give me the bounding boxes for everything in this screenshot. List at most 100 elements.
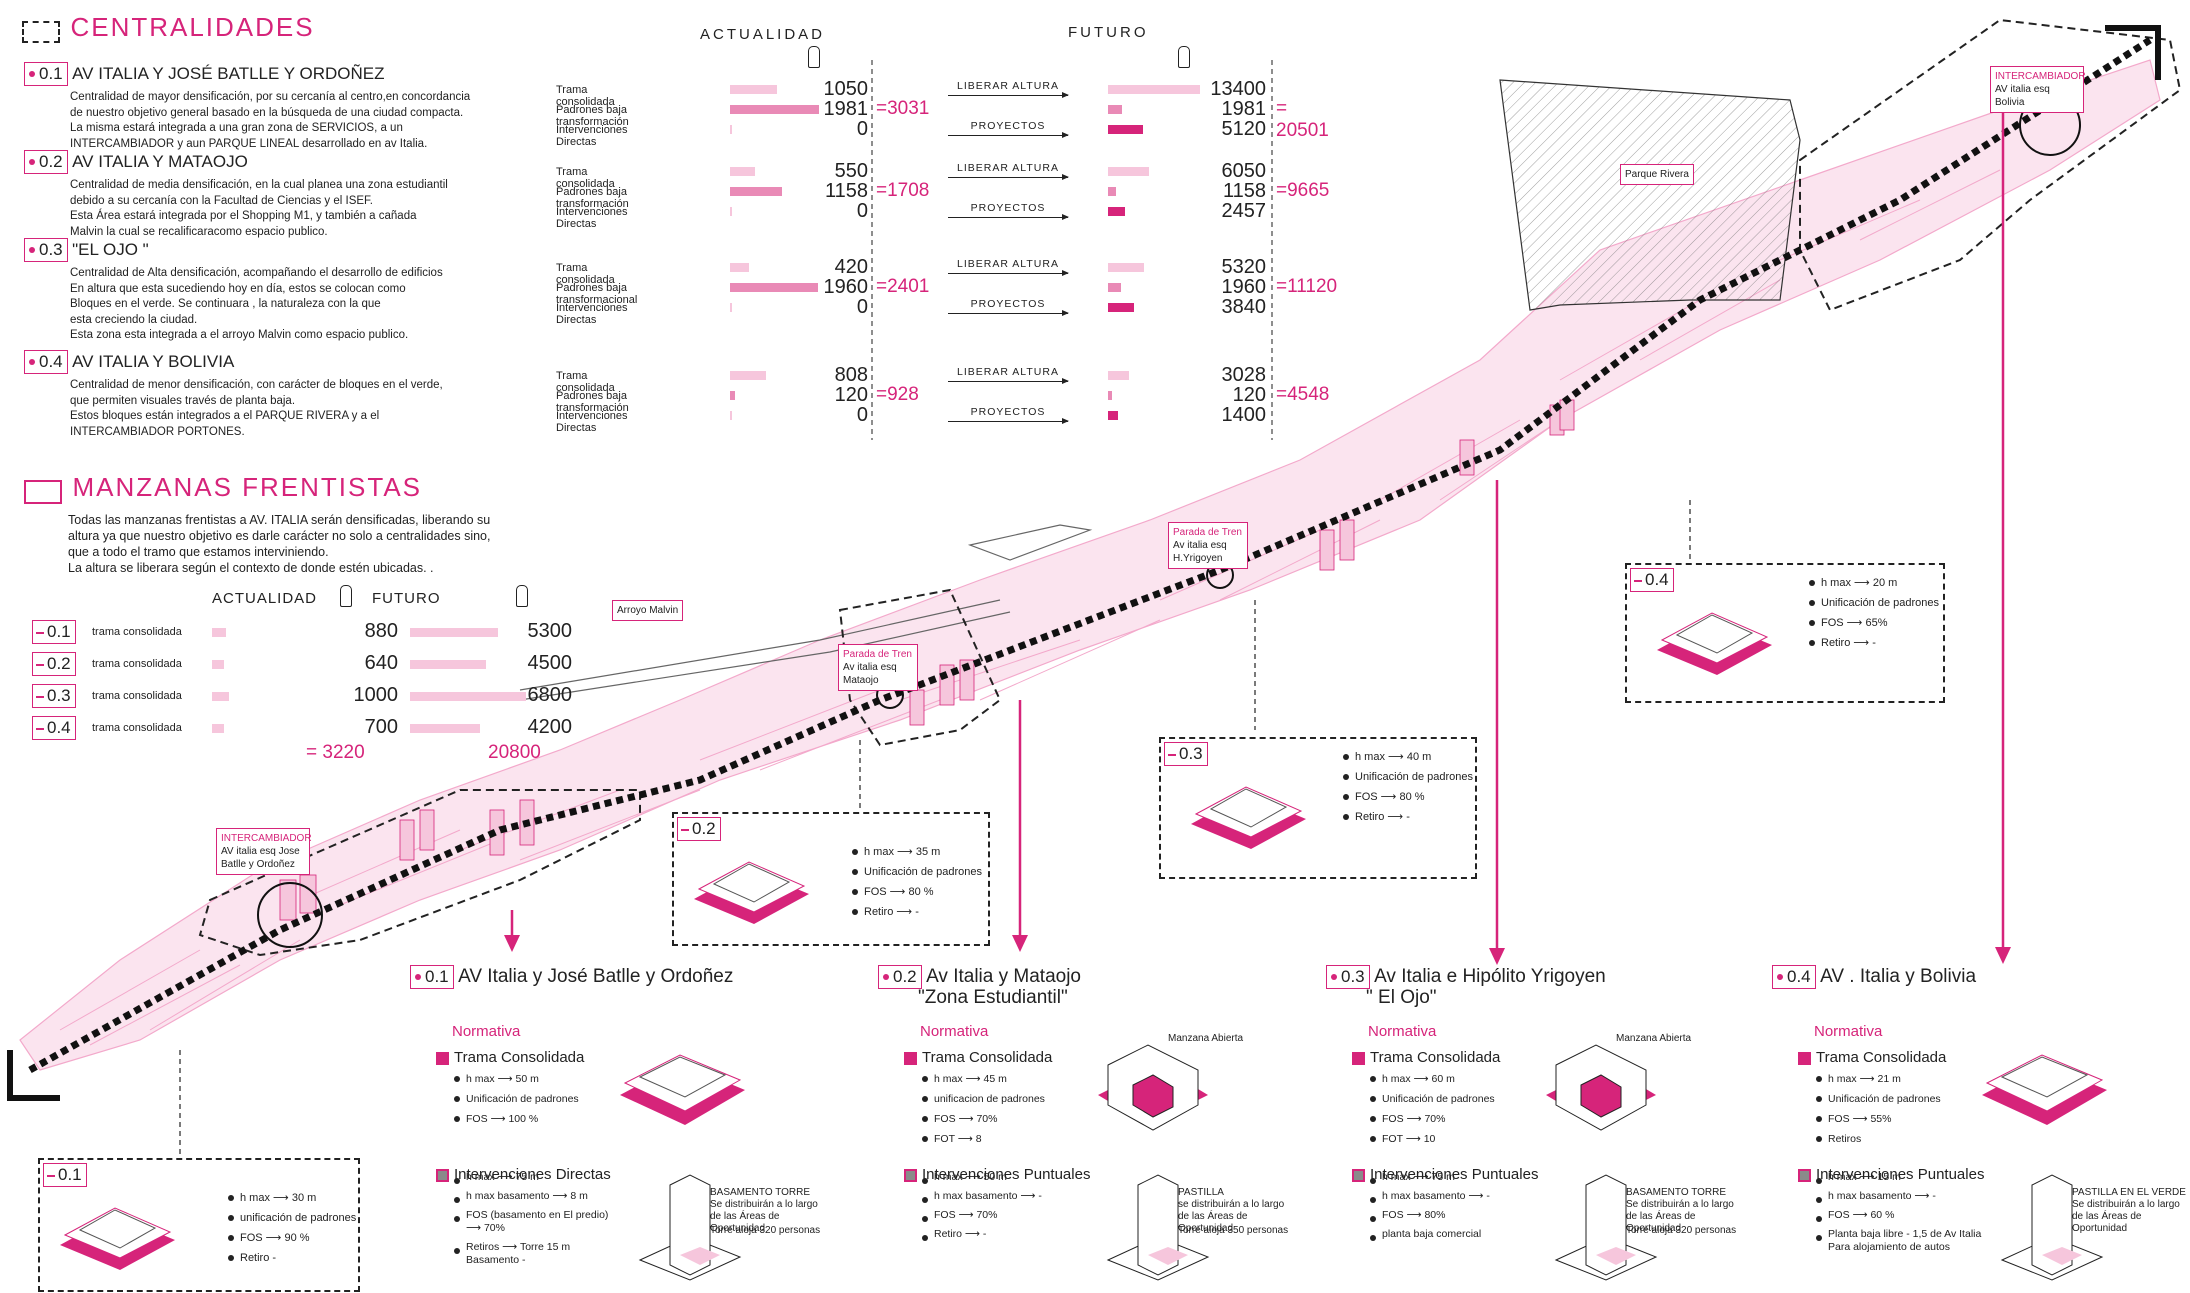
callout-title: Parada de Tren (1173, 527, 1242, 538)
manzanas-row: 0.4 trama consolidada 700 4200 (32, 716, 572, 742)
action-arrow (948, 270, 1069, 276)
code-tag: 0.2 (32, 652, 76, 676)
normativa-label: Normativa (1814, 1023, 1883, 1040)
spec-item: h max ⟶ 30 m (226, 1188, 356, 1208)
manzanas-row: 0.3 trama consolidada 1000 6800 (32, 684, 572, 710)
block-icon (1982, 1054, 2107, 1125)
callout-parada-mataojo: Parada de Tren Av italia esq Mataojo (838, 644, 918, 691)
centralidad-desc: Centralidad de mayor densificación, por … (70, 91, 471, 150)
spec-item: Retiros (1814, 1129, 1941, 1149)
bar-label: Intervenciones Directas (556, 206, 628, 230)
action-label: LIBERAR ALTURA (957, 366, 1059, 378)
actual-value: 0 (856, 404, 868, 426)
block-pattern (59, 169, 2001, 1046)
chart-header-actual: ACTUALIDAD (700, 26, 826, 43)
note-text-2: Torre aloja 350 personas (1178, 1225, 1289, 1236)
callout-arroyo-malvin: Arroyo Malvin (612, 600, 684, 621)
spec-item: Unificación de padrones (1341, 767, 1473, 787)
action-label: LIBERAR ALTURA (957, 258, 1059, 270)
subheading-trama: Trama Consolidada (1798, 1049, 2190, 1066)
tower-icon (638, 1174, 742, 1281)
futuro-value: 1400 (1221, 404, 1267, 426)
futuro-bar (410, 724, 480, 733)
manzanas-header: MANZANAS FRENTISTAS (24, 472, 422, 504)
block-icon (694, 861, 809, 924)
bar-label: Intervenciones Directas (556, 410, 628, 434)
actual-value: 1050 (823, 78, 869, 100)
centralidad-title: AV ITALIA Y MATAOJO (72, 152, 248, 171)
code-tag: 0.4 (32, 716, 76, 740)
code-tag: 0.3 (1326, 965, 1370, 989)
futuro-bar (1108, 263, 1144, 272)
row-label: trama consolidada (92, 658, 182, 670)
spec-item: Retiro ⟶ - (850, 902, 982, 922)
action-arrow (948, 214, 1069, 220)
callout-text: Parque Rivera (1625, 169, 1689, 180)
code-tag: 0.1 (410, 965, 454, 989)
callout-text: Arroyo Malvin (617, 605, 679, 616)
futuro-value: 3028 (1221, 364, 1267, 386)
subheading-trama: Trama Consolidada (1352, 1049, 1772, 1066)
urban-fabric (19, 59, 2161, 1071)
futuro-bar (1108, 125, 1143, 134)
actual-bar (730, 263, 749, 272)
spec-box-03: 0.3 h max ⟶ 40 m Unificación de padrones… (1159, 737, 1477, 879)
spec-item: h max ⟶ 45 m (920, 1069, 1045, 1089)
subheading-intervenciones: Intervenciones Puntuales (904, 1166, 1324, 1183)
code-tag: 0.4 (24, 350, 68, 374)
spec-item: Retiro ⟶ - (1807, 633, 1939, 653)
callout-sub: AV italia esq Bolivia (1995, 84, 2050, 108)
note-text: Se distribuirán a lo largo de las Áreas … (710, 1199, 818, 1234)
spec-item: Retiro ⟶ - (1341, 807, 1473, 827)
bar-label: Intervenciones Directas (556, 302, 628, 326)
code-tag: 0.4 (1772, 965, 1816, 989)
spec-item: h max basamento ⟶ - (1814, 1190, 1984, 1203)
spec-item: Unificación de padrones (452, 1089, 579, 1109)
bar-label: Padrones baja transformación (556, 104, 629, 128)
spec-box-04: 0.4 h max ⟶ 20 m Unificación de padrones… (1625, 563, 1945, 703)
section-title: Av Italia y Mataojo (926, 966, 1081, 987)
centralidad-title: "EL OJO " (72, 240, 149, 259)
spec-item: Retiros ⟶ Torre 15 m Basamento - (452, 1241, 622, 1267)
subheading-intervenciones: Intervenciones Puntuales (1352, 1166, 1772, 1183)
futuro-value: 5320 (1221, 256, 1267, 278)
futuro-value: 3840 (1221, 296, 1267, 318)
actual-total: =2401 (876, 276, 930, 297)
code-tag: 0.3 (32, 684, 76, 708)
actual-bar (730, 187, 782, 196)
actual-total: =3031 (876, 98, 930, 119)
normativa-label: Normativa (920, 1023, 989, 1040)
spec-item: h max ⟶ 50 m (452, 1069, 579, 1089)
futuro-bar (1108, 371, 1129, 380)
actual-value: 1000 (353, 684, 399, 706)
subheading-trama: Trama Consolidada (436, 1049, 856, 1066)
row-label: trama consolidada (92, 690, 182, 702)
tower-icon (2000, 1174, 2104, 1281)
normativa-label: Normativa (1368, 1023, 1437, 1040)
actual-value: 120 (834, 384, 868, 406)
spec-item: Unificación de padrones (850, 862, 982, 882)
spec-item: h max ⟶ 21 m (1814, 1069, 1941, 1089)
futuro-bar (1108, 283, 1121, 292)
action-label: LIBERAR ALTURA (957, 80, 1059, 92)
actual-bar (730, 125, 732, 134)
actual-bar (730, 371, 766, 380)
futuro-bar (1108, 303, 1134, 312)
futuro-value: 120 (1232, 384, 1266, 406)
futuro-bar (1108, 187, 1116, 196)
tower-icon (1554, 1174, 1658, 1281)
actual-bar (730, 167, 755, 176)
code-tag: 0.1 (43, 1163, 87, 1187)
tower-icon (1106, 1174, 1210, 1281)
bar-label: Trama consolidada (556, 84, 615, 108)
section-title: AV Italia y José Batlle y Ordoñez (458, 966, 734, 987)
actual-value: 880 (364, 620, 398, 642)
axis-end-top-right (2105, 25, 2161, 80)
spec-item: Unificación de padrones (1807, 593, 1939, 613)
